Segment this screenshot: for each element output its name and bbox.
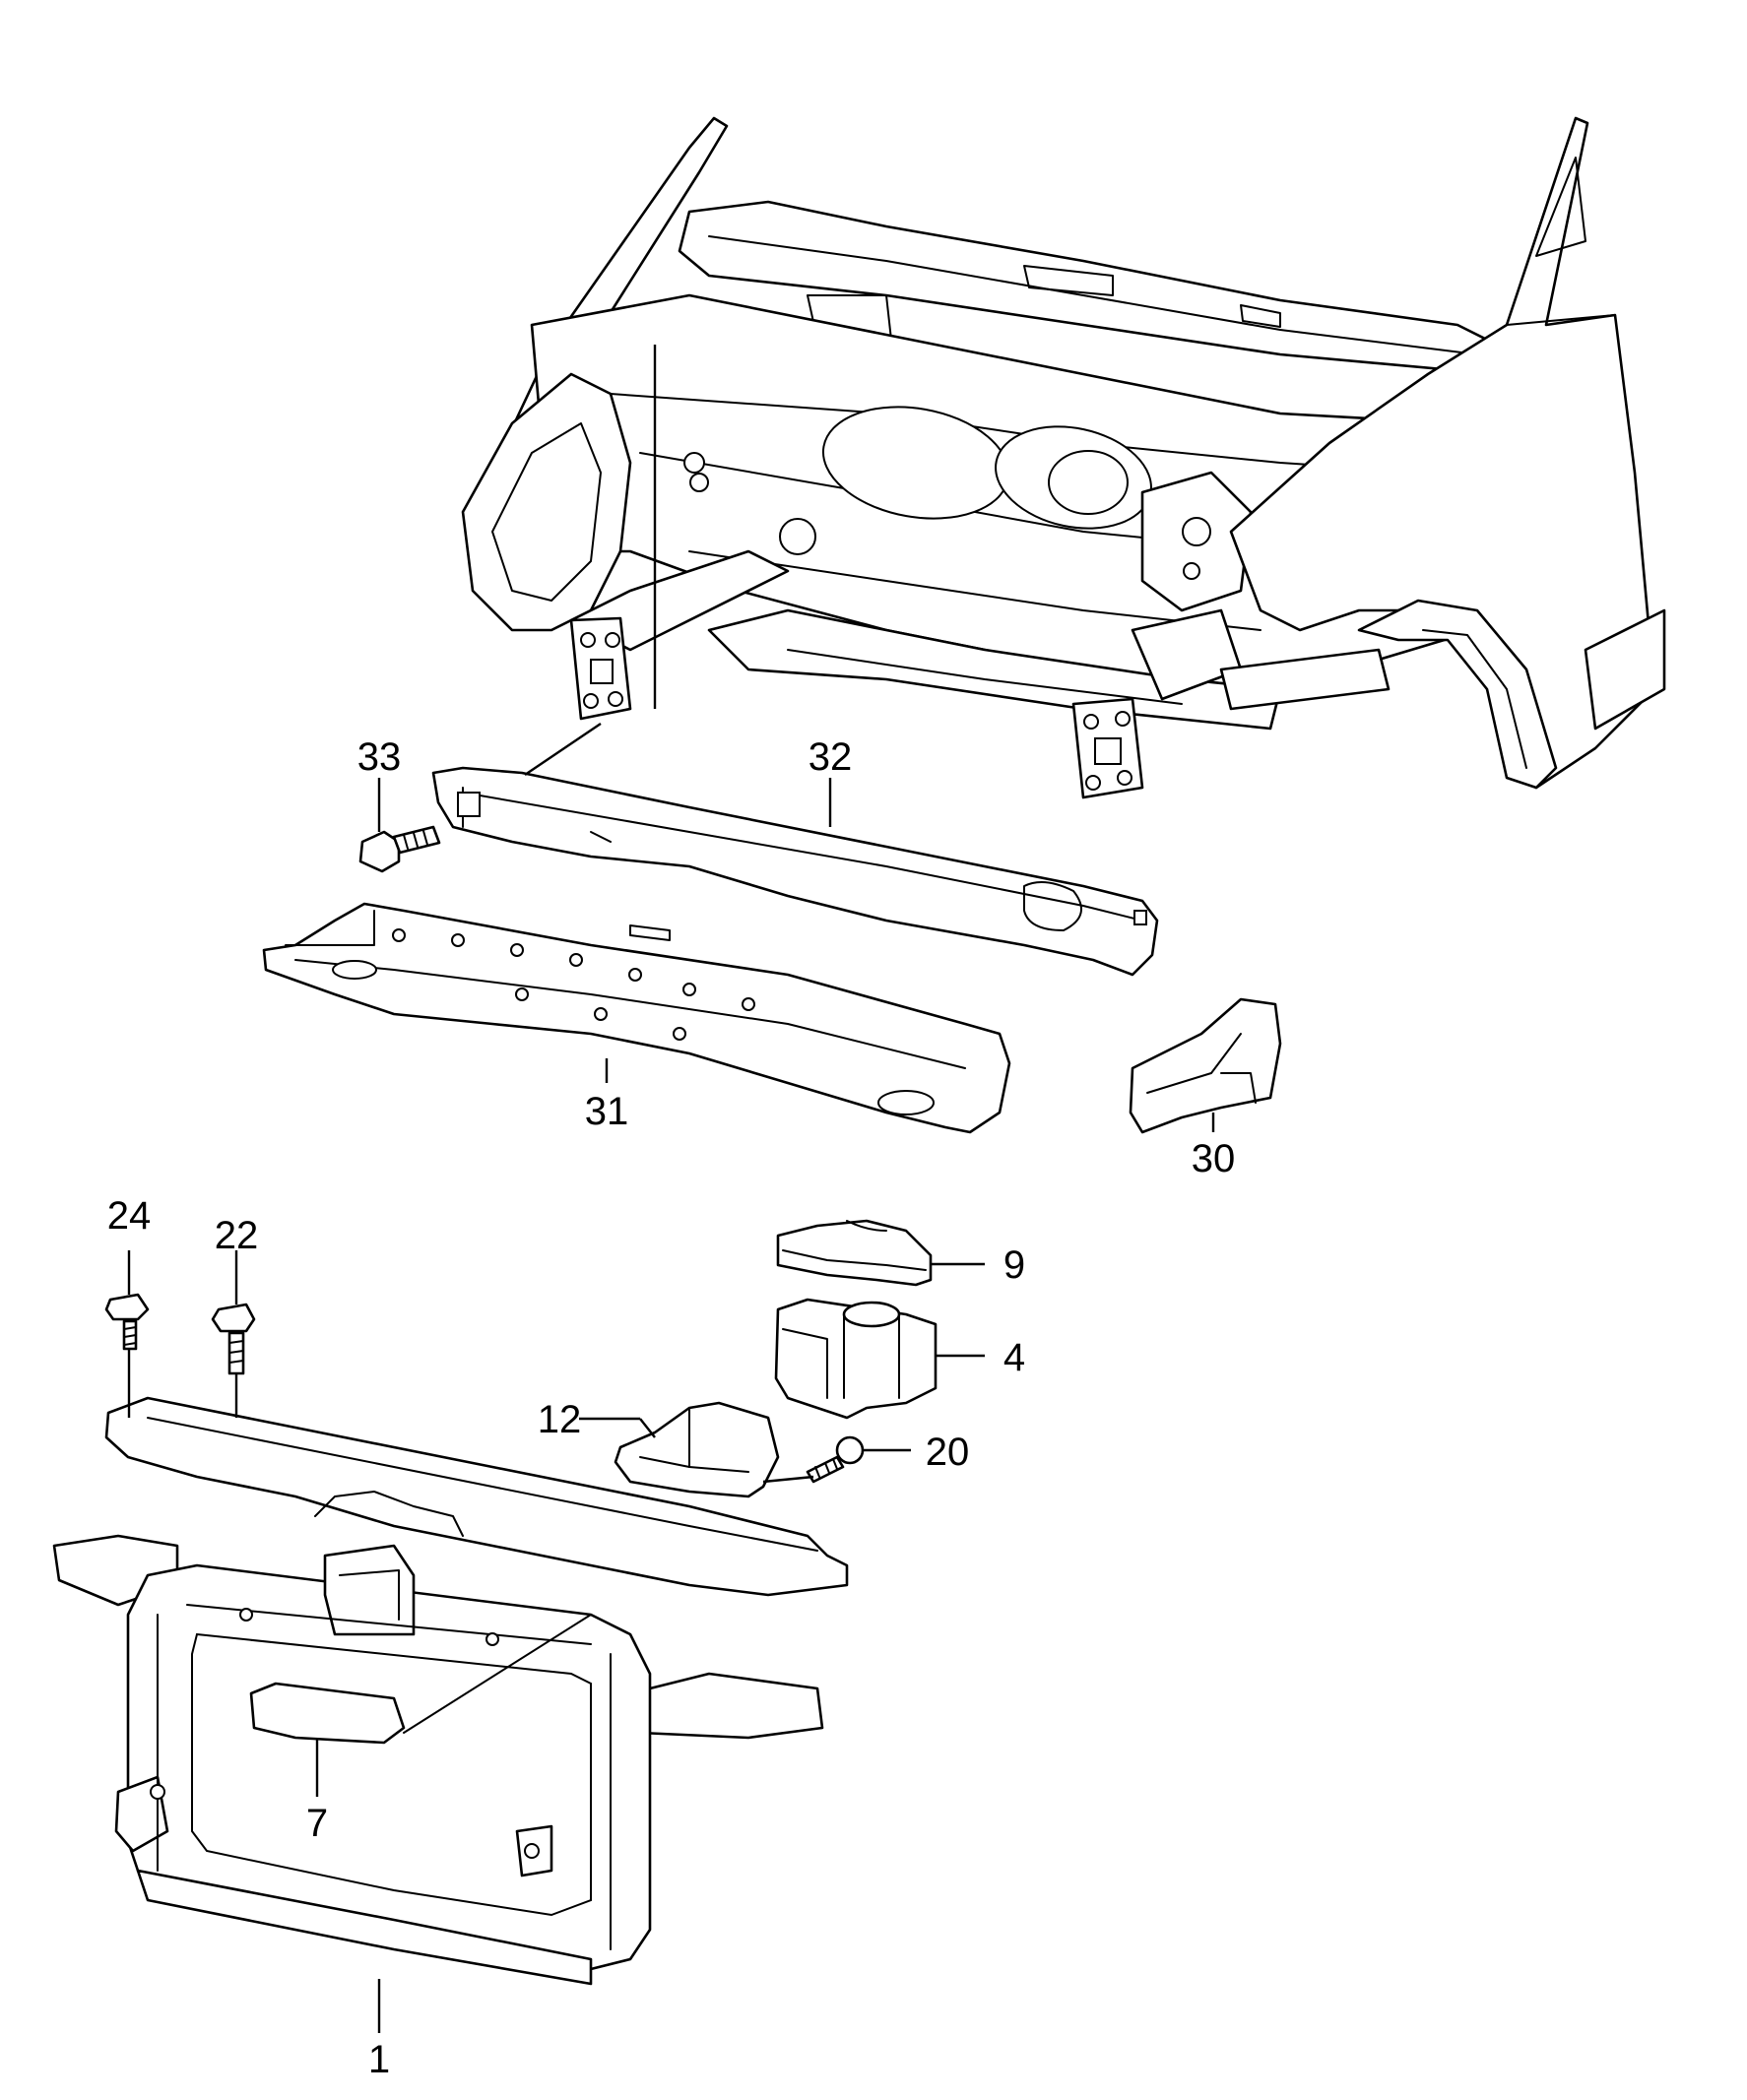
leader-lines xyxy=(127,778,1215,2033)
callout-labels: 33 32 31 30 24 22 9 4 12 20 7 1 xyxy=(107,735,1236,2081)
part-20-screw xyxy=(806,1435,865,1484)
callout-31: 32 xyxy=(809,735,853,779)
part-12-air-duct xyxy=(614,1401,780,1498)
callout-4: 4 xyxy=(1003,1336,1025,1379)
callout-24: 24 xyxy=(107,1194,152,1238)
callout-9: 9 xyxy=(1003,1243,1025,1287)
callout-1: 1 xyxy=(368,2038,390,2081)
callout-30: 30 xyxy=(1192,1137,1236,1180)
part-1-front-carrier xyxy=(52,1396,849,1986)
callout-33: 33 xyxy=(357,735,402,779)
part-31-cross-member xyxy=(431,766,1159,977)
part-30-bracket xyxy=(1129,997,1282,1134)
vehicle-body-drawing xyxy=(461,116,1666,799)
callout-22: 22 xyxy=(215,1214,259,1257)
part-22-bolt xyxy=(211,1303,256,1375)
part-9-cover xyxy=(776,1219,933,1287)
callout-20: 20 xyxy=(926,1431,970,1474)
part-32-lower-cross-member xyxy=(262,902,1011,1134)
callout-32: 31 xyxy=(585,1090,629,1133)
callout-12: 12 xyxy=(538,1398,582,1441)
part-24-bolt xyxy=(104,1293,150,1351)
part-4-housing xyxy=(774,1298,938,1420)
callout-7: 7 xyxy=(306,1802,328,1845)
part-33-bolt xyxy=(358,825,441,873)
